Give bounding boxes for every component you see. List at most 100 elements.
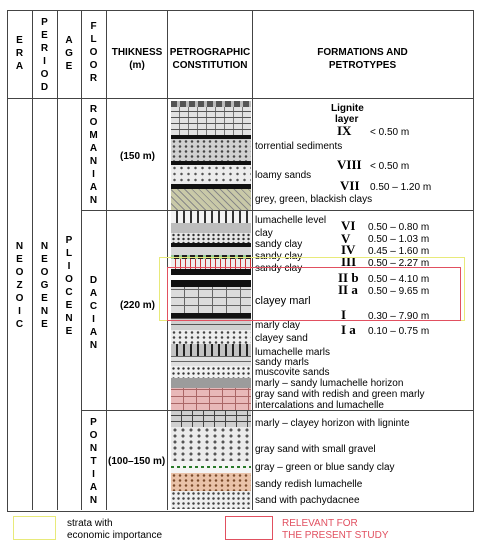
- thickness-pontian: (100–150 m): [108, 456, 166, 467]
- petrotype-iib-thickness: 0.50 – 4.10 m: [368, 274, 430, 285]
- formation-clayey-sand: clayey sand: [255, 333, 308, 344]
- petrotype-v: V: [341, 231, 351, 246]
- layer-gray-sand-red-green: [171, 388, 251, 410]
- thickness-dacian: (220 m): [120, 300, 156, 311]
- petrotype-ix-thickness: < 0.50 m: [370, 127, 410, 138]
- header-form-line2: PETROTYPES: [328, 60, 397, 71]
- layer-lignite-iib: [171, 269, 251, 275]
- petrotype-ia-thickness: 0.10 – 0.75 m: [368, 326, 430, 337]
- formation-clayey-marl: clayey marl: [255, 295, 311, 307]
- layer-lignite-iia: [171, 280, 251, 287]
- layer-redish-lumachelle: [171, 473, 251, 491]
- header-divider: [7, 98, 473, 99]
- floor-dacian: D A C I A N: [89, 275, 98, 351]
- petrotype-iv-thickness: 0.45 – 1.60 m: [368, 246, 430, 257]
- formation-sandy-clay-1: sandy clay: [255, 239, 303, 250]
- layer-marly-clayey-lignite: [171, 411, 251, 427]
- formation-marly-clay: marly clay: [255, 320, 301, 331]
- formation-gray-green-sandy-clay: gray – green or blue sandy clay: [255, 462, 395, 473]
- header-era: E R A: [15, 35, 24, 72]
- petrotype-vii: VII: [340, 178, 360, 193]
- col-line-petro: [252, 10, 253, 510]
- layer-clay: [171, 223, 251, 233]
- formation-grey-green-blackish-clays: grey, green, blackish clays: [255, 194, 373, 205]
- petrotype-iii: III: [341, 254, 357, 269]
- petrotype-iv: IV: [341, 242, 356, 257]
- lignite-layer-label-2: layer: [335, 114, 359, 125]
- layer-clayey-sand: [171, 330, 251, 344]
- layer-marly-sandy-lumachelle: [171, 378, 251, 388]
- legend-yellow-swatch: [13, 516, 56, 540]
- header-petrographic: PETROGRAPHIC CONSTITUTION: [168, 46, 252, 72]
- header-floor: F L O O R: [89, 21, 98, 84]
- layer-clayey-marl: [171, 287, 251, 313]
- formation-sandy-marls: sandy marls: [255, 357, 309, 368]
- col-line-floor: [106, 10, 107, 510]
- layer-torrential: [171, 107, 251, 135]
- divider-romanian-dacian: [81, 210, 473, 211]
- thickness-romanian: (150 m): [120, 151, 156, 162]
- layer-loamy-sands: [171, 165, 251, 184]
- divider-dacian-pontian: [81, 410, 473, 411]
- formation-gray-sand-redish-2: intercalations and lumachelle: [255, 400, 384, 411]
- header-thickness: THIKNESS (m): [107, 46, 167, 72]
- header-petro-line1: PETROGRAPHIC: [169, 47, 251, 58]
- legend-yellow-label-2: economic importance: [67, 530, 163, 541]
- formation-lumachelle-marls: lumachelle marls: [255, 347, 331, 358]
- petrotype-viii-thickness: < 0.50 m: [370, 161, 410, 172]
- petrotype-vi-thickness: 0.50 – 0.80 m: [368, 222, 430, 233]
- header-thickness-line1: THIKNESS: [111, 47, 163, 58]
- petrotype-vi: VI: [341, 218, 356, 233]
- layer-lignite-top: [171, 101, 251, 107]
- layer-sandy-clay-1: [171, 233, 251, 243]
- header-form-line1: FORMATIONS AND: [317, 47, 408, 58]
- layer-lumachelle-level: [171, 211, 251, 223]
- layer-lignite-i: [171, 313, 251, 318]
- formation-marly-clayey-lignite: marly – clayey horizon with ligninte: [255, 418, 410, 429]
- lignite-layer-label-1: Lignite: [331, 103, 364, 114]
- floor-romanian: R O M A N I A N: [89, 104, 98, 206]
- era-value: N E O Z O I C: [15, 241, 24, 330]
- layer-sand-pachydacnee: [171, 491, 251, 509]
- petrotype-iii-thickness: 0.50 – 2.27 m: [368, 258, 430, 269]
- petrotype-v-thickness: 0.50 – 1.03 m: [368, 234, 430, 245]
- layer-marly-clay: [171, 318, 251, 330]
- petrotype-ix: IX: [337, 123, 352, 138]
- formation-sandy-redish-lumachelle: sandy redish lumachelle: [255, 479, 363, 490]
- col-line-age: [81, 10, 82, 510]
- petrotype-iib: II b: [338, 270, 359, 285]
- layer-sandy-marls: [171, 356, 251, 366]
- petrotype-viii: VIII: [337, 157, 362, 172]
- formation-sandy-clay-2: sandy clay: [255, 251, 303, 262]
- age-value: P L I O C E N E: [65, 235, 73, 337]
- petrotype-ia: I a: [341, 322, 356, 337]
- layer-sediments: [171, 139, 251, 161]
- header-period: P E R I O D: [40, 17, 49, 93]
- formation-gray-sand-gravel: gray sand with small gravel: [255, 444, 376, 455]
- header-petro-line2: CONSTITUTION: [172, 60, 248, 71]
- layer-lignite-ix: [171, 135, 251, 139]
- formation-marly-sandy-lumachelle: marly – sandy lumachelle horizon: [255, 378, 404, 389]
- petrotype-iia: II a: [338, 282, 358, 297]
- formation-sand-pachydacnee: sand with pachydacnee: [255, 495, 360, 506]
- formation-lumachelle-level: lumachelle level: [255, 215, 327, 226]
- stratigraphic-table: [7, 10, 474, 512]
- petrotype-vii-thickness: 0.50 – 1.20 m: [370, 182, 432, 193]
- legend-red-label-1: RELEVANT FOR: [282, 518, 358, 529]
- petrotype-i-thickness: 0.30 – 7.90 m: [368, 311, 430, 322]
- formation-loamy-sands: loamy sands: [255, 170, 312, 181]
- layer-lumachelle-marls: [171, 344, 251, 356]
- layer-lignite-vii: [171, 184, 251, 189]
- header-thickness-line2: (m): [129, 60, 145, 71]
- floor-pontian: P O N T I A N: [89, 417, 98, 506]
- formation-sandy-clay-3: sandy clay: [255, 263, 303, 274]
- legend-yellow-label-1: strata with: [67, 518, 113, 529]
- header-age: A G E: [65, 35, 73, 72]
- petrotype-i: I: [341, 307, 347, 322]
- header-formations: FORMATIONS AND PETROTYPES: [253, 46, 472, 72]
- layer-sandy-clay-2: [171, 247, 251, 255]
- petrotype-iia-thickness: 0.50 – 9.65 m: [368, 286, 430, 297]
- col-line-thickness: [167, 10, 168, 510]
- formation-gray-sand-redish-1: gray sand with redish and green marly: [255, 389, 425, 400]
- layer-lignite-viii: [171, 161, 251, 165]
